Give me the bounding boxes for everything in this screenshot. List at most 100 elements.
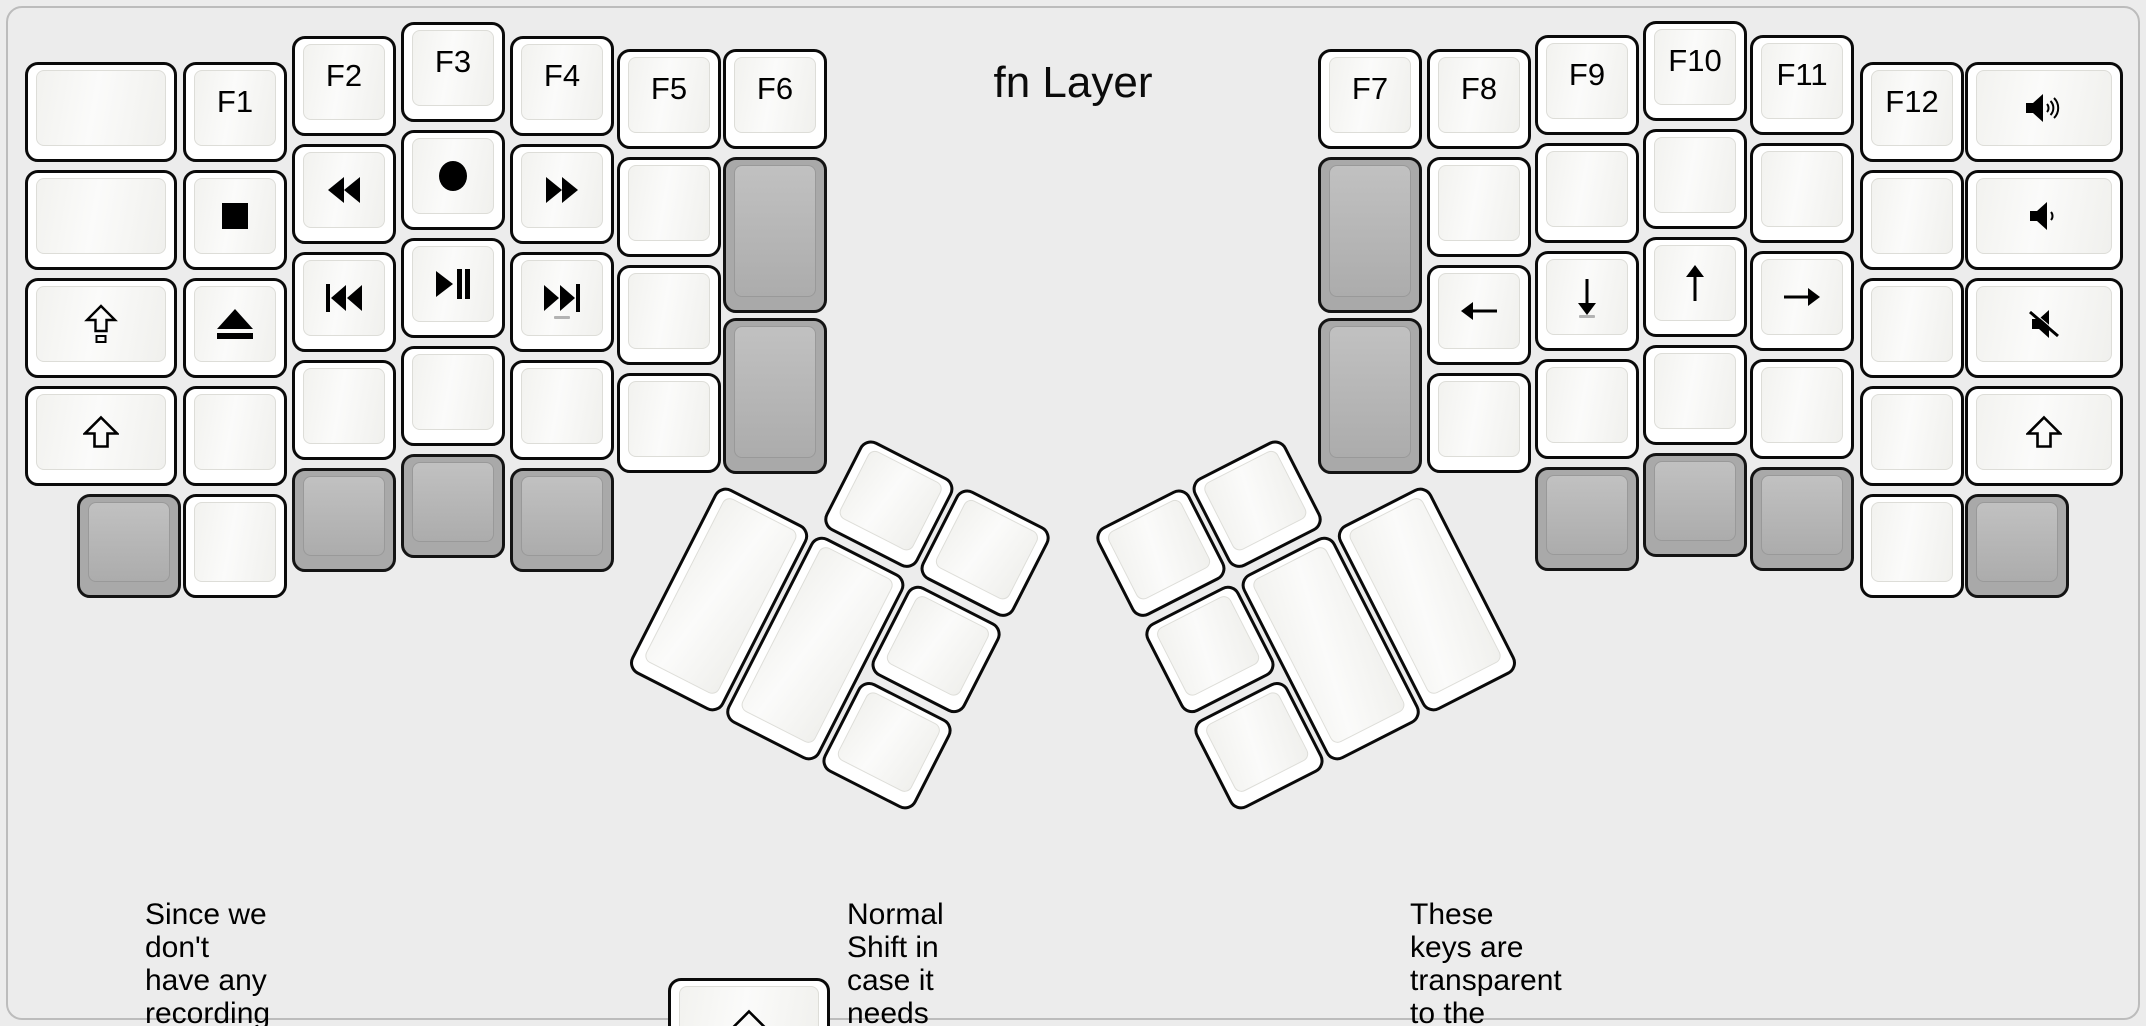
key-blank[interactable] xyxy=(1860,386,1964,486)
keycap xyxy=(194,178,276,254)
keycap xyxy=(1761,475,1843,555)
key-blank[interactable] xyxy=(1535,143,1639,243)
keycap: F6 xyxy=(734,57,816,133)
record-icon xyxy=(438,160,468,192)
legend-text-line: Since we don't have any recording xyxy=(145,898,271,1026)
key-f9[interactable]: F9 xyxy=(1535,35,1639,135)
key-blank[interactable] xyxy=(1860,494,1964,598)
keycap xyxy=(1546,367,1628,443)
key-mute[interactable] xyxy=(1965,278,2123,378)
keycap xyxy=(194,502,276,582)
key-f11[interactable]: F11 xyxy=(1750,35,1854,135)
keycap xyxy=(1871,178,1953,254)
vol-up-icon xyxy=(2026,94,2062,122)
key-f2[interactable]: F2 xyxy=(292,36,396,136)
keycap xyxy=(36,178,166,254)
key-transparent[interactable] xyxy=(1643,453,1747,557)
key-blank[interactable] xyxy=(617,265,721,365)
key-blank[interactable] xyxy=(1427,373,1531,473)
key-transparent[interactable] xyxy=(292,468,396,572)
key-eject[interactable] xyxy=(183,278,287,378)
keycap: F2 xyxy=(303,44,385,120)
key-shift-right[interactable] xyxy=(1965,386,2123,486)
key-blank[interactable] xyxy=(1643,345,1747,445)
keycap xyxy=(1761,367,1843,443)
key-f12[interactable]: F12 xyxy=(1860,62,1964,162)
keycap xyxy=(1546,151,1628,227)
keycap xyxy=(1761,259,1843,335)
key-blank[interactable] xyxy=(1643,129,1747,229)
key-transparent[interactable] xyxy=(401,454,505,558)
keycap xyxy=(1871,394,1953,470)
key-f8[interactable]: F8 xyxy=(1427,49,1531,149)
key-blank[interactable] xyxy=(25,170,177,270)
key-label: F5 xyxy=(650,71,688,107)
key-blank[interactable] xyxy=(1860,278,1964,378)
key-media-select[interactable] xyxy=(401,130,505,230)
key-label: F1 xyxy=(216,84,254,120)
legend-normal-shift-keycap-sample xyxy=(668,977,830,1026)
keycap xyxy=(1976,70,2112,146)
keycap xyxy=(884,593,992,699)
key-blank[interactable] xyxy=(401,346,505,446)
key-blank[interactable] xyxy=(510,360,614,460)
key-transparent[interactable] xyxy=(723,318,827,474)
legend-text-line: These keys are transparent to the layout… xyxy=(1410,898,1562,1026)
key-arrow-right[interactable] xyxy=(1750,251,1854,351)
legend-media-select-text: Since we don't have any recordingkey, th… xyxy=(145,898,270,1026)
key-transparent[interactable] xyxy=(1318,157,1422,313)
key-volume-up[interactable] xyxy=(1965,62,2123,162)
key-next-track[interactable] xyxy=(510,252,614,352)
keycap: F8 xyxy=(1438,57,1520,133)
keycap xyxy=(1438,381,1520,457)
key-stop[interactable] xyxy=(183,170,287,270)
arrow-right-icon xyxy=(1784,285,1820,309)
key-f4[interactable]: F4 xyxy=(510,36,614,136)
keycap xyxy=(628,165,710,241)
key-play-pause[interactable] xyxy=(401,238,505,338)
key-blank[interactable] xyxy=(617,157,721,257)
key-shift-left[interactable] xyxy=(25,386,177,486)
key-blank[interactable] xyxy=(1535,359,1639,459)
key-blank[interactable] xyxy=(1750,359,1854,459)
key-blank[interactable] xyxy=(183,494,287,598)
key-blank[interactable] xyxy=(617,373,721,473)
key-transparent[interactable] xyxy=(510,468,614,572)
key-transparent[interactable] xyxy=(1535,467,1639,571)
key-arrow-down[interactable] xyxy=(1535,251,1639,351)
keycap: F1 xyxy=(194,70,276,146)
key-f10[interactable]: F10 xyxy=(1643,21,1747,121)
key-transparent[interactable] xyxy=(77,494,181,598)
key-transparent[interactable] xyxy=(1965,494,2069,598)
key-f7[interactable]: F7 xyxy=(1318,49,1422,149)
key-blank[interactable] xyxy=(1750,143,1854,243)
arrow-left-icon xyxy=(1461,299,1497,323)
keycap xyxy=(521,476,603,556)
key-f5[interactable]: F5 xyxy=(617,49,721,149)
key-capslock[interactable] xyxy=(25,278,177,378)
key-fast-forward[interactable] xyxy=(510,144,614,244)
key-transparent[interactable] xyxy=(1318,318,1422,474)
key-f1[interactable]: F1 xyxy=(183,62,287,162)
key-rewind[interactable] xyxy=(292,144,396,244)
key-transparent[interactable] xyxy=(1750,467,1854,571)
key-arrow-up[interactable] xyxy=(1643,237,1747,337)
key-f6[interactable]: F6 xyxy=(723,49,827,149)
key-label: F10 xyxy=(1668,43,1722,79)
key-prev-track[interactable] xyxy=(292,252,396,352)
key-blank[interactable] xyxy=(292,360,396,460)
key-blank[interactable] xyxy=(25,62,177,162)
key-blank[interactable] xyxy=(1427,157,1531,257)
keycap xyxy=(1329,165,1411,297)
keycap xyxy=(628,273,710,349)
key-arrow-left[interactable] xyxy=(1427,265,1531,365)
keycap xyxy=(1976,286,2112,362)
key-f3[interactable]: F3 xyxy=(401,22,505,122)
key-label: F2 xyxy=(325,58,363,94)
key-transparent[interactable] xyxy=(723,157,827,313)
key-blank[interactable] xyxy=(183,386,287,486)
key-volume-down[interactable] xyxy=(1965,170,2123,270)
keycap xyxy=(303,368,385,444)
key-blank[interactable] xyxy=(1860,170,1964,270)
